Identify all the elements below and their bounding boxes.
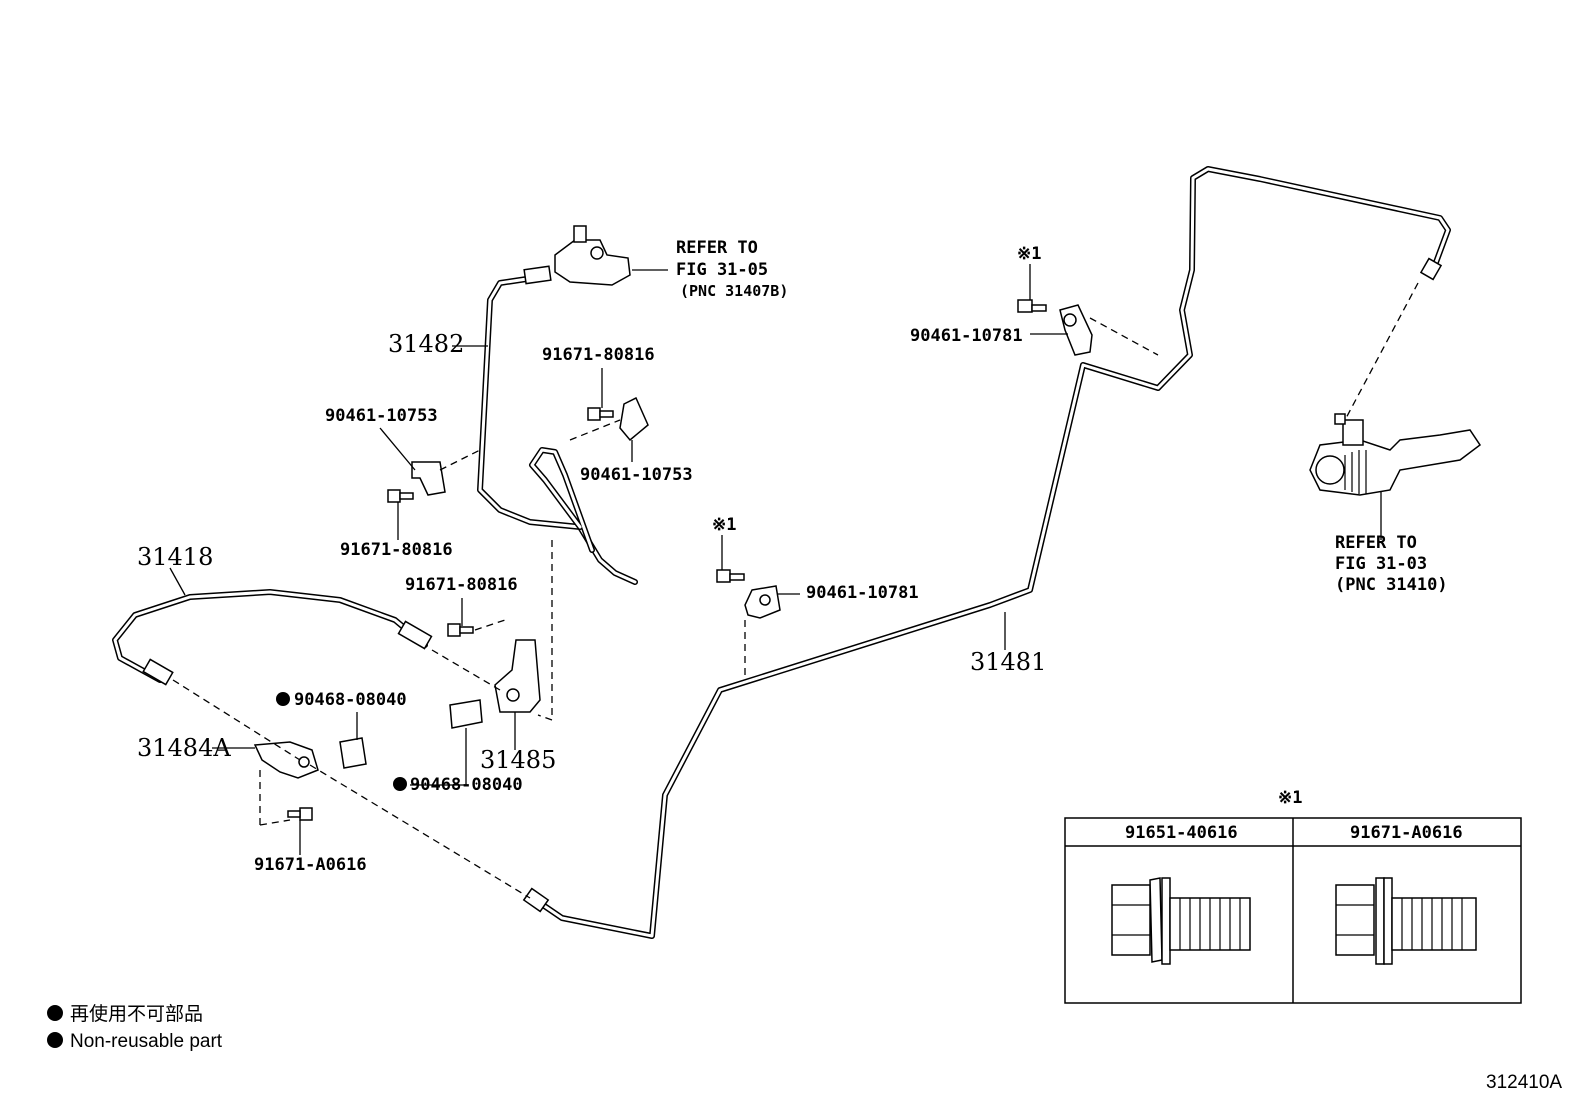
clip-90468-08040-a [449, 699, 483, 729]
label-90461-10753-left: 90461-10753 [325, 406, 438, 426]
master-cylinder [1309, 413, 1482, 496]
clamp-90461-10781-lower [744, 585, 781, 619]
note1-bolt-table: ※1 91651-40616 91671-A0616 [1064, 788, 1522, 1004]
clamp-90461-10753-left [411, 461, 446, 496]
note1-mark-upper: ※1 [1017, 244, 1041, 264]
non-reusable-dot-a [276, 692, 290, 706]
bolt-91671-80816-lower [447, 623, 474, 637]
label-31418: 31418 [137, 543, 213, 571]
pipe-31481-end-fitting [522, 257, 1443, 913]
bolt-91671-80816-left [387, 489, 414, 503]
bolt-91671-a0616-drawing [1335, 877, 1477, 965]
refer-right-line1: REFER TO [1335, 533, 1417, 553]
label-91671-80816-lower: 91671-80816 [405, 575, 518, 595]
label-91671-a0616: 91671-A0616 [254, 855, 367, 875]
clamp-90461-10753-right [619, 396, 649, 442]
leader-lines [169, 264, 1382, 855]
pipe-31481 [537, 166, 1451, 939]
legend-en-text: Non-reusable part [70, 1031, 223, 1052]
legend-dot-en [47, 1032, 63, 1048]
bolt-91651-40616-drawing [1111, 877, 1251, 965]
label-90461-10781-upper: 90461-10781 [910, 326, 1023, 346]
refer-right-line2: FIG 31-03 [1335, 554, 1427, 574]
label-31482: 31482 [388, 330, 464, 358]
label-91671-80816-left: 91671-80816 [340, 540, 453, 560]
union-valve-upper [523, 225, 631, 286]
note1-mark-lower: ※1 [712, 515, 736, 535]
bolt-note1-lower [716, 569, 745, 583]
clamp-90461-10781-upper [1059, 304, 1093, 356]
legend-jp-text: 再使用不可部品 [70, 1003, 203, 1025]
bracket-31484a [253, 741, 319, 779]
refer-upper-line2: FIG 31-05 [676, 260, 768, 280]
bolt-91671-a0616 [287, 807, 313, 821]
refer-upper-line3: (PNC 31407B) [680, 282, 788, 300]
bracket-31485 [494, 639, 541, 713]
refer-right-line3: (PNC 31410) [1335, 575, 1448, 595]
bolt-91671-80816-mid [587, 407, 614, 421]
bolt-note1-upper [1017, 299, 1047, 313]
table-col-91671-a0616: 91671-A0616 [1350, 823, 1463, 843]
label-90468-08040-top: 90468-08040 [294, 690, 407, 710]
hose-31418 [112, 589, 433, 686]
note1-mark-table: ※1 [1278, 788, 1302, 808]
non-reusable-dot-b [393, 777, 407, 791]
pipe-31482 [477, 274, 638, 585]
dashed-guides [172, 282, 1419, 899]
figure-code: 312410A [1486, 1072, 1562, 1093]
legend-dot-jp [47, 1005, 63, 1021]
label-91671-80816-top: 91671-80816 [542, 345, 655, 365]
label-90468-08040-bottom: 90468-08040 [410, 775, 523, 795]
label-31485: 31485 [480, 746, 556, 774]
label-90461-10753-right: 90461-10753 [580, 465, 693, 485]
table-col-91651-40616: 91651-40616 [1125, 823, 1238, 843]
legend: 再使用不可部品 Non-reusable part [47, 1003, 223, 1052]
label-31484a: 31484A [137, 734, 231, 762]
refer-upper-line1: REFER TO [676, 238, 758, 258]
label-90461-10781-lower: 90461-10781 [806, 583, 919, 603]
clip-90468-08040-b [339, 737, 367, 769]
label-31481: 31481 [970, 648, 1046, 676]
